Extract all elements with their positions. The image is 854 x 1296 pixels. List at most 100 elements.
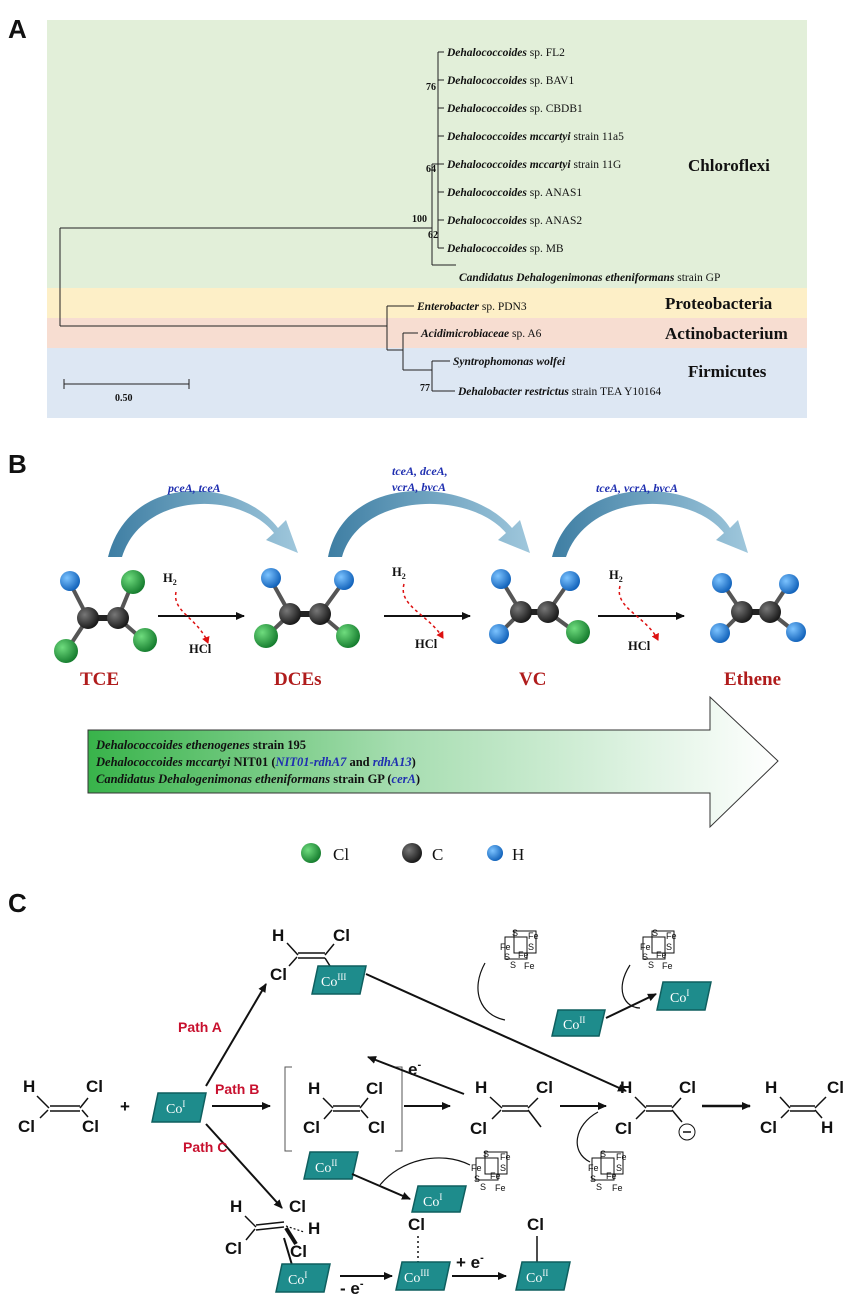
- curved-arrow-2: [328, 490, 530, 557]
- svg-text:H: H: [308, 1079, 320, 1098]
- svg-text:H: H: [620, 1078, 632, 1097]
- co-ii-cl: Cl CoII: [515, 1215, 571, 1291]
- panel-c-letter: C: [8, 888, 27, 918]
- svg-text:H: H: [230, 1197, 242, 1216]
- panel-a-letter: A: [8, 14, 27, 44]
- taxon-label: Dehalococcoides sp. ANAS2: [446, 215, 582, 227]
- gene-label: tceA, dceA,: [392, 464, 448, 478]
- legend-c-label: C: [432, 845, 443, 864]
- svg-text:H: H: [765, 1078, 777, 1097]
- plus-sign: +: [120, 1097, 130, 1116]
- hydrogen-atom: [261, 568, 281, 588]
- svg-text:CoI: CoI: [670, 988, 689, 1006]
- phylogenetic-tree: [59, 51, 456, 392]
- vinyl-to-co-iii-arrow: [367, 1056, 465, 1095]
- svg-text:CoII: CoII: [563, 1015, 585, 1033]
- taxon-label: Dehalococcoides sp. MB: [446, 243, 564, 255]
- molecule-dce: [254, 568, 360, 648]
- reaction-step-1: H2 HCl: [158, 571, 245, 656]
- molecule-vc: [489, 569, 590, 644]
- svg-text:Cl: Cl: [82, 1117, 99, 1136]
- hydrogen-atom: [489, 624, 509, 644]
- svg-text:Cl: Cl: [536, 1078, 553, 1097]
- phylum-chloroflexi: Chloroflexi: [688, 156, 770, 175]
- svg-text:S: S: [596, 1182, 602, 1192]
- fe-s-curve: [477, 962, 506, 1021]
- svg-text:Fe: Fe: [500, 1152, 511, 1162]
- legend-c-swatch: [402, 843, 422, 863]
- svg-text:H: H: [475, 1078, 487, 1097]
- path-c-label: Path C: [183, 1139, 227, 1155]
- svg-text:Cl: Cl: [760, 1118, 777, 1137]
- chlorine-atom: [336, 624, 360, 648]
- svg-text:S: S: [474, 1174, 480, 1184]
- svg-text:S: S: [666, 942, 672, 952]
- taxon-label: Enterobacter sp. PDN3: [416, 301, 527, 313]
- taxon-label: Acidimicrobiaceae sp. A6: [420, 328, 542, 340]
- reaction-step-2: H2 HCl: [384, 565, 471, 651]
- bootstrap-value: 76: [426, 82, 436, 93]
- compound-dce: DCEs: [274, 669, 322, 690]
- svg-text:Fe: Fe: [616, 1152, 627, 1162]
- svg-text:S: S: [483, 1149, 489, 1159]
- phylum-actinobacterium: Actinobacterium: [665, 324, 788, 343]
- svg-text:Cl: Cl: [366, 1079, 383, 1098]
- path-a-arrow: [205, 983, 267, 1087]
- trans-dce-product: H Cl Cl H: [760, 1078, 844, 1137]
- legend-h-label: H: [512, 845, 524, 864]
- compound-ethene: Ethene: [724, 669, 781, 690]
- fe-s-cluster: Fe Fe S Fe S S S Fe: [500, 928, 539, 971]
- taxon-label: Dehalococcoides mccartyi strain 11G: [446, 159, 621, 171]
- bootstrap-value: 64: [426, 164, 436, 175]
- hydrogen-atom: [786, 622, 806, 642]
- tce-structure: H Cl Cl Cl: [18, 1077, 103, 1136]
- hcl-label: HCl: [189, 642, 212, 656]
- carbon-atom: [279, 603, 301, 625]
- minus-electron-label: - e-: [340, 1278, 364, 1296]
- taxon-labels: Dehalococcoides sp. FL2 Dehalococcoides …: [416, 47, 720, 398]
- svg-text:Fe: Fe: [528, 931, 539, 941]
- phylum-proteobacteria: Proteobacteria: [665, 294, 773, 313]
- path-a-intermediate: H Cl Cl CoIII: [270, 926, 367, 995]
- path-c-arrow: [205, 1123, 283, 1209]
- hydrogen-atom: [491, 569, 511, 589]
- svg-text:Cl: Cl: [827, 1078, 844, 1097]
- hydrogen-atom: [712, 573, 732, 593]
- svg-text:CoIII: CoIII: [321, 972, 346, 990]
- svg-text:Cl: Cl: [615, 1119, 632, 1138]
- svg-text:H: H: [272, 926, 284, 945]
- svg-text:CoI: CoI: [288, 1270, 307, 1288]
- vinyl-radical: H Cl Cl: [470, 1078, 553, 1138]
- carbon-atom: [309, 603, 331, 625]
- hcl-label: HCl: [628, 639, 651, 653]
- h2-label: H2: [609, 568, 623, 584]
- svg-text:S: S: [480, 1182, 486, 1192]
- strain-line-3: Candidatus Dehalogenimonas etheniformans…: [96, 772, 420, 786]
- carbon-atom: [537, 601, 559, 623]
- taxon-label: Candidatus Dehalogenimonas etheniformans…: [459, 272, 720, 284]
- svg-text:CoI: CoI: [423, 1192, 442, 1210]
- svg-text:H: H: [821, 1118, 833, 1137]
- taxon-label: Syntrophomonas wolfei: [453, 356, 566, 368]
- electron-label: e-: [408, 1059, 421, 1079]
- bootstrap-value: 77: [420, 383, 430, 394]
- taxon-label: Dehalococcoides sp. ANAS1: [446, 187, 582, 199]
- svg-text:S: S: [512, 928, 518, 938]
- co-reduction-arrow: [605, 993, 657, 1019]
- svg-text:CoI: CoI: [166, 1099, 185, 1117]
- path-a-to-radical-arrow: [365, 973, 627, 1092]
- carbon-atom: [77, 607, 99, 629]
- taxon-label: Dehalococcoides mccartyi strain 11a5: [446, 131, 624, 143]
- co-ii-to-co-i-arrow: [351, 1173, 411, 1200]
- svg-text:CoII: CoII: [315, 1158, 337, 1176]
- curved-arrow-1: [108, 490, 298, 557]
- chlorine-atom: [54, 639, 78, 663]
- co-ii-top: CoII: [551, 1009, 606, 1037]
- svg-text:S: S: [616, 1163, 622, 1173]
- strain-line-2: Dehalococcoides mccartyi NIT01 (NIT01-rd…: [95, 755, 416, 769]
- phylum-firmicutes: Firmicutes: [688, 362, 767, 381]
- taxon-label: Dehalococcoides sp. FL2: [446, 47, 565, 59]
- hydrogen-atom: [779, 574, 799, 594]
- svg-text:Cl: Cl: [470, 1119, 487, 1138]
- svg-text:CoII: CoII: [526, 1268, 548, 1286]
